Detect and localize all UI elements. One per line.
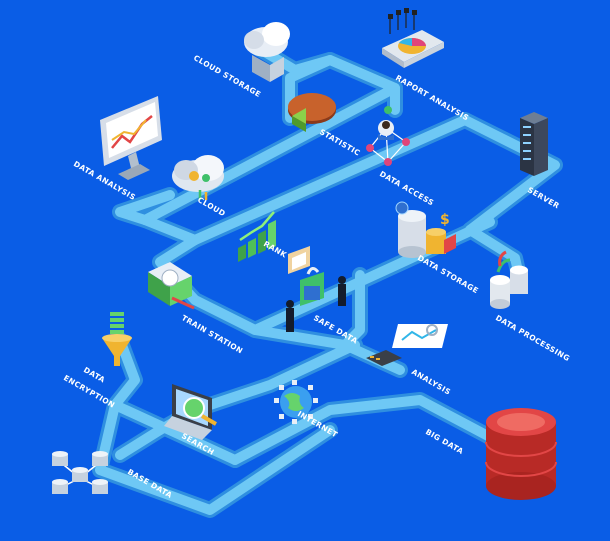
analysis-tools-icon <box>366 324 448 366</box>
data-access-network-icon <box>366 106 410 166</box>
internet-globe-icon <box>274 380 318 424</box>
statistic-pie-icon <box>288 93 336 132</box>
data-storage-icon: $ <box>395 201 456 258</box>
data-processing-icon <box>490 250 528 309</box>
data-analysis-monitor-icon <box>100 96 162 180</box>
server-rack-icon <box>520 112 548 176</box>
safe-data-icon <box>286 246 346 332</box>
data-encryption-funnel-icon <box>102 312 132 366</box>
train-station-icon <box>148 262 195 310</box>
cloud-icon <box>172 155 224 200</box>
rank-bar-chart-icon <box>238 211 276 262</box>
search-laptop-icon <box>164 384 217 440</box>
base-data-network-icon <box>52 451 108 494</box>
big-data-database-icon <box>485 408 557 500</box>
cloud-storage-icon <box>244 22 290 82</box>
svg-text:$: $ <box>440 212 450 228</box>
raport-analysis-icon <box>382 8 444 68</box>
